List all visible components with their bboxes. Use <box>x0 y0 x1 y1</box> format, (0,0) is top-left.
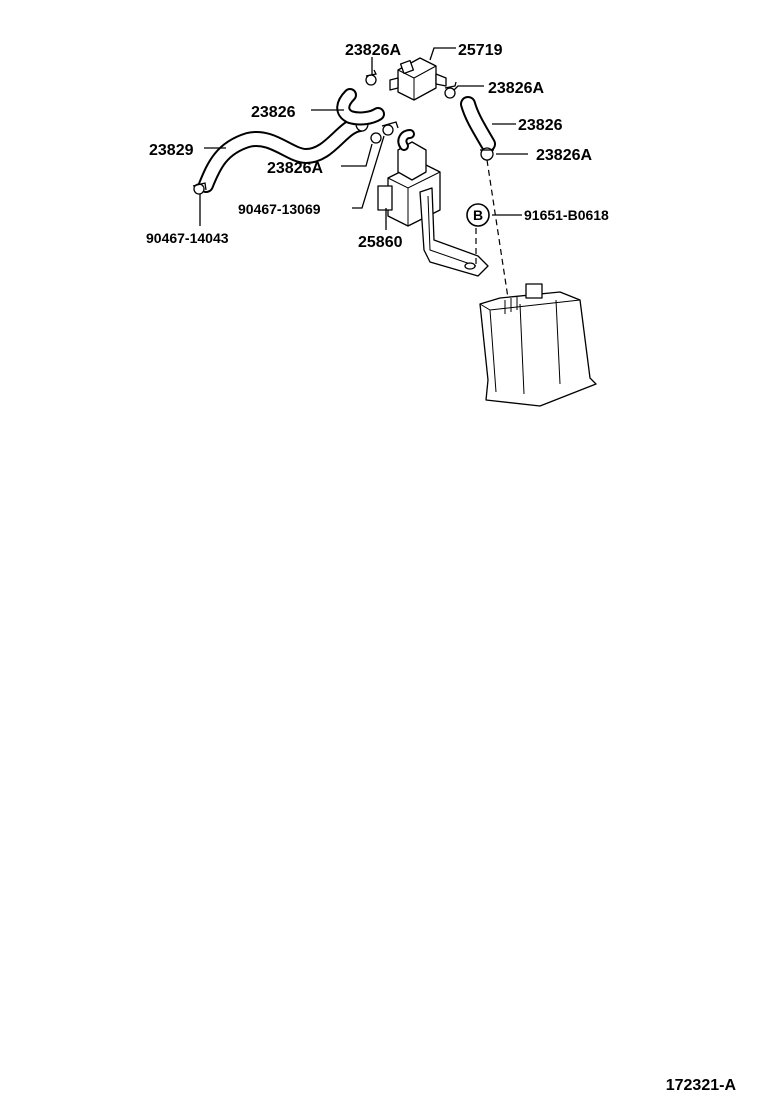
clamp-23826A-far-right <box>480 147 494 161</box>
reference-marker-b: B <box>466 203 490 227</box>
label-25719: 25719 <box>458 42 503 59</box>
label-25860: 25860 <box>358 234 403 251</box>
clamp-90467-14043 <box>192 182 207 195</box>
label-90467-13069: 90467-13069 <box>238 201 321 217</box>
label-23829: 23829 <box>149 142 194 159</box>
hose-23826-left <box>336 88 385 126</box>
label-23826A-mid: 23826A <box>267 160 323 177</box>
clamp-23826A-top <box>365 69 377 86</box>
label-23826-left: 23826 <box>251 104 296 121</box>
label-23826A-top: 23826A <box>345 42 401 59</box>
label-90467-14043: 90467-14043 <box>146 230 229 246</box>
hose-23826-right <box>460 96 496 152</box>
vsv-25719 <box>389 57 447 101</box>
bracket <box>419 187 489 277</box>
label-23826A-far-right: 23826A <box>536 147 592 164</box>
label-91651-B0618: 91651-B0618 <box>524 207 609 223</box>
clamp-23826A-mid <box>370 121 399 144</box>
clamp-23826A-right <box>444 81 457 99</box>
label-23826-right: 23826 <box>518 117 563 134</box>
dashed-hose-route <box>486 159 509 299</box>
charcoal-canister <box>479 283 597 407</box>
reference-marker-b-label: B <box>473 207 483 223</box>
leader-lines <box>199 47 528 230</box>
valve-25860 <box>377 129 441 227</box>
label-23826A-right: 23826A <box>488 80 544 97</box>
figure-code: 172321-A <box>666 1077 737 1094</box>
